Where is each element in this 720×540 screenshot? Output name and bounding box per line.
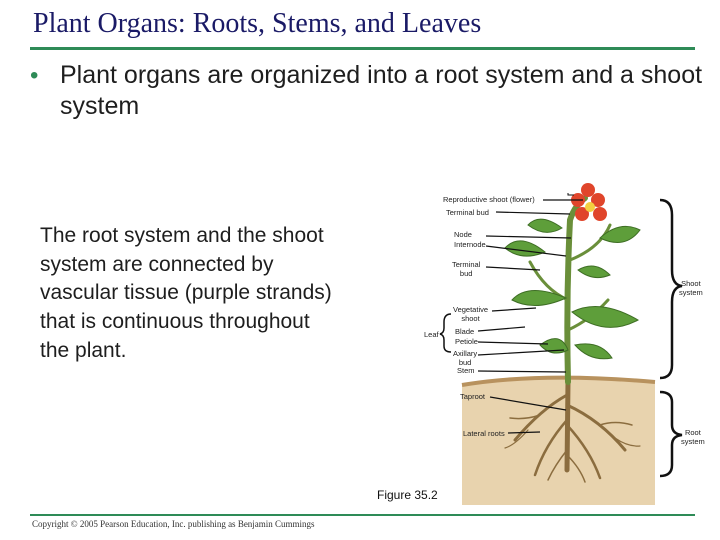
shoot-system-bracket — [659, 198, 683, 380]
label-axillary-bud-line2: bud — [458, 358, 472, 367]
label-reproductive-shoot: Reproductive shoot (flower) — [443, 195, 535, 204]
label-node: Node — [454, 230, 472, 239]
label-root-system: Root system — [681, 428, 705, 446]
label-stem: Stem — [457, 366, 475, 375]
label-terminal-bud-top: Terminal bud — [446, 208, 489, 217]
body-text: The root system and the shoot system are… — [40, 224, 332, 362]
label-lateral-roots: Lateral roots — [463, 429, 505, 438]
reproductive-shoot-tick — [567, 193, 574, 196]
soil — [462, 377, 655, 505]
label-petiole: Petiole — [455, 337, 478, 346]
label-vegetative-shoot: Vegetative shoot — [453, 305, 488, 323]
root-system-bracket — [659, 390, 683, 478]
leaves-drawing — [504, 218, 641, 360]
label-internode: Internode — [454, 240, 486, 249]
label-vegetative-shoot-line1: Vegetative — [453, 305, 489, 314]
title-underline — [30, 47, 695, 50]
label-terminal-bud-line2: bud — [459, 269, 473, 278]
root-system-drawing — [504, 379, 641, 483]
label-shoot-system-line1: Shoot — [681, 279, 701, 288]
label-shoot-system: Shoot system — [679, 279, 703, 297]
footer-rule — [30, 514, 695, 516]
figure-caption: Figure 35.2 — [377, 488, 438, 502]
label-shoot-system-line2: system — [679, 288, 703, 297]
label-terminal-bud-line1: Terminal — [452, 260, 481, 269]
label-leaf: Leaf — [424, 330, 439, 339]
label-terminal-bud: Terminal bud — [452, 260, 480, 278]
label-blade: Blade — [455, 327, 475, 336]
label-axillary-bud-line1: Axillary — [453, 349, 478, 358]
label-axillary-bud: Axillary bud — [453, 349, 477, 367]
bullet-marker: • — [30, 62, 39, 89]
copyright-notice: Copyright © 2005 Pearson Education, Inc.… — [32, 519, 315, 529]
label-root-system-line1: Root — [684, 428, 701, 437]
label-taproot: Taproot — [460, 392, 486, 401]
flower-drawing — [571, 183, 607, 221]
soil-surface — [461, 375, 656, 387]
label-leader-lines — [477, 199, 583, 434]
bullet-text: Plant organs are organized into a root s… — [60, 61, 703, 120]
label-root-system-line2: system — [681, 437, 705, 446]
label-vegetative-shoot-line2: shoot — [461, 314, 480, 323]
slide-title: Plant Organs: Roots, Stems, and Leaves — [33, 8, 482, 39]
leaf-bracket — [439, 313, 452, 353]
